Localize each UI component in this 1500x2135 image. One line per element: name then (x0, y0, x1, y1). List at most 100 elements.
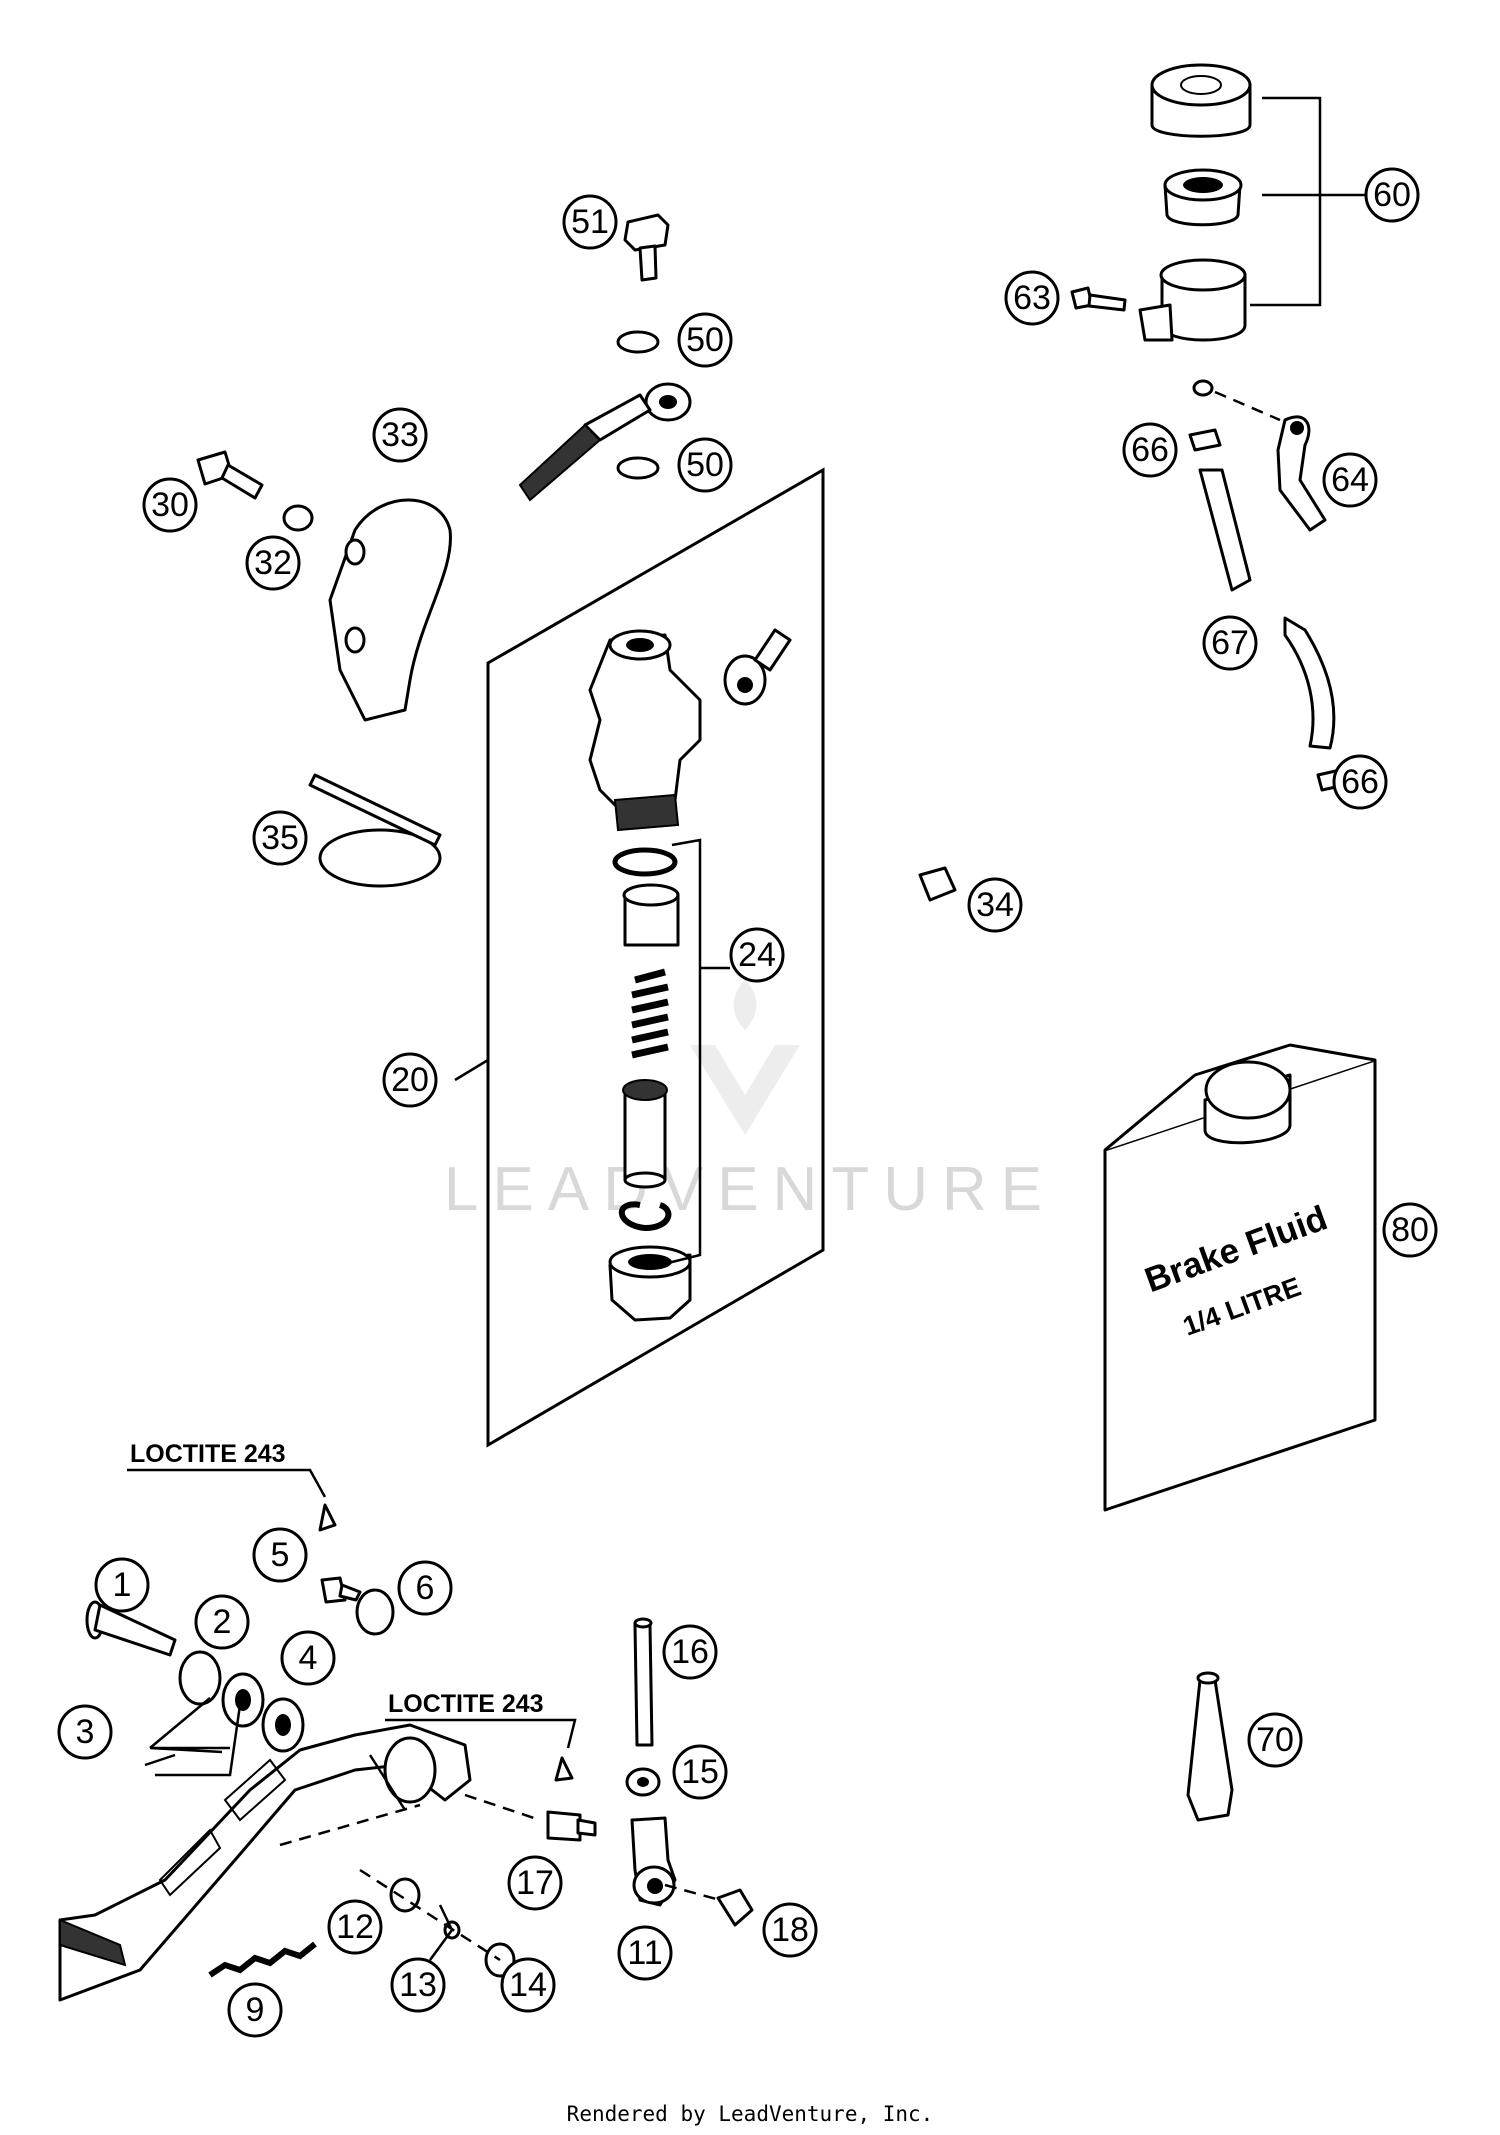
callout: 9 (227, 1982, 283, 2038)
callout: 64 (1322, 452, 1378, 508)
callout: 6 (397, 1560, 453, 1616)
svg-text:2: 2 (213, 1603, 232, 1641)
callout: 30 (142, 477, 198, 533)
reservoir-body (1138, 258, 1247, 397)
washer-upper (616, 330, 660, 354)
piston (622, 1079, 668, 1189)
callout: 1 (94, 1557, 150, 1613)
callout: 3 (57, 1704, 113, 1760)
pedal-pivot-pin (546, 1810, 597, 1842)
svg-text:50: 50 (686, 446, 724, 484)
svg-text:18: 18 (771, 1911, 809, 1949)
svg-text:51: 51 (571, 203, 609, 241)
loctite-tube (1186, 1671, 1234, 1822)
piston-spring (631, 968, 669, 1059)
screw-5 (320, 1576, 362, 1604)
elbow-fitting (723, 628, 792, 706)
cylinder-sleeve (622, 883, 680, 947)
svg-text:13: 13 (399, 1966, 437, 2004)
reservoir-diaphragm (1163, 168, 1243, 227)
svg-text:60: 60 (1373, 176, 1411, 214)
clevis-11 (630, 1816, 677, 1907)
svg-text:66: 66 (1131, 431, 1169, 469)
loctite-drop-lower (554, 1756, 574, 1782)
brake-pedal (58, 1723, 472, 2002)
svg-text:50: 50 (686, 321, 724, 359)
svg-text:4: 4 (299, 1639, 318, 1677)
svg-text:67: 67 (1211, 624, 1249, 662)
svg-text:34: 34 (976, 886, 1014, 924)
svg-text:15: 15 (681, 1753, 719, 1791)
callout: 67 (1202, 615, 1258, 671)
loctite-note-lower: LOCTITE 243 (388, 1690, 544, 1718)
callout: 66 (1122, 422, 1178, 478)
callout: 50 (677, 312, 733, 368)
svg-text:3: 3 (76, 1713, 95, 1751)
heel-guard (328, 498, 452, 722)
spacer-6 (355, 1588, 395, 1636)
callout: 66 (1332, 754, 1388, 810)
hose-clamp-upper (1188, 428, 1222, 452)
svg-text:24: 24 (738, 936, 776, 974)
callout: 32 (245, 535, 301, 591)
callout: 2 (194, 1594, 250, 1650)
cable-tie (308, 773, 442, 888)
callout: 13 (390, 1957, 446, 2013)
callout: 11 (617, 1925, 673, 1981)
callout: 4 (280, 1630, 336, 1686)
callout: 34 (967, 877, 1023, 933)
callout: 14 (500, 1957, 556, 2013)
svg-text:66: 66 (1341, 763, 1379, 801)
reservoir-bracket (1276, 415, 1327, 532)
svg-text:12: 12 (336, 1908, 374, 1946)
callout: 60 (1364, 167, 1420, 223)
reservoir-hose (1198, 468, 1336, 750)
brake-hose (518, 382, 692, 502)
kit-bracket-24 (659, 838, 702, 1267)
svg-text:5: 5 (271, 1536, 290, 1574)
svg-text:70: 70 (1256, 1721, 1294, 1759)
washer-lower (616, 456, 660, 480)
mounting-bolt (196, 450, 264, 500)
master-cylinder-body (588, 629, 702, 832)
return-spring (208, 1941, 317, 1978)
clip-nut (918, 866, 957, 902)
dust-boot (608, 1245, 692, 1322)
reservoir-screw (1070, 286, 1127, 312)
banjo-bolt (623, 213, 670, 282)
svg-text:1: 1 (113, 1566, 132, 1604)
callout: 63 (1004, 270, 1060, 326)
callout: 17 (507, 1855, 563, 1911)
callout: 35 (252, 810, 308, 866)
locknut-15 (625, 1767, 661, 1797)
callout: 20 (382, 1052, 438, 1108)
svg-text:33: 33 (381, 416, 419, 454)
callout: 18 (762, 1902, 818, 1958)
o-ring (612, 847, 678, 877)
callout: 15 (672, 1744, 728, 1800)
nut-18 (716, 1888, 754, 1927)
svg-text:80: 80 (1391, 1211, 1429, 1249)
pedal-bearings (221, 1672, 305, 1753)
callout: 16 (662, 1624, 718, 1680)
svg-text:64: 64 (1331, 461, 1369, 499)
svg-text:32: 32 (254, 544, 292, 582)
svg-text:30: 30 (151, 486, 189, 524)
svg-text:11: 11 (627, 1934, 662, 1972)
callout: 12 (327, 1899, 383, 1955)
callout: 50 (677, 437, 733, 493)
watermark-text: LEADVENTURE (444, 1155, 1056, 1224)
svg-text:14: 14 (509, 1966, 547, 2004)
circlip (618, 1201, 672, 1232)
svg-text:17: 17 (516, 1864, 554, 1902)
callout: 33 (372, 407, 428, 463)
brake-fluid-jug (1103, 1043, 1377, 1512)
washer-2 (178, 1650, 222, 1706)
pushrod (633, 1617, 654, 1747)
svg-text:16: 16 (671, 1633, 709, 1671)
leader-lines (144, 1697, 454, 1961)
callout: 5 (252, 1527, 308, 1583)
callout: 80 (1382, 1202, 1438, 1258)
svg-text:6: 6 (416, 1569, 435, 1607)
